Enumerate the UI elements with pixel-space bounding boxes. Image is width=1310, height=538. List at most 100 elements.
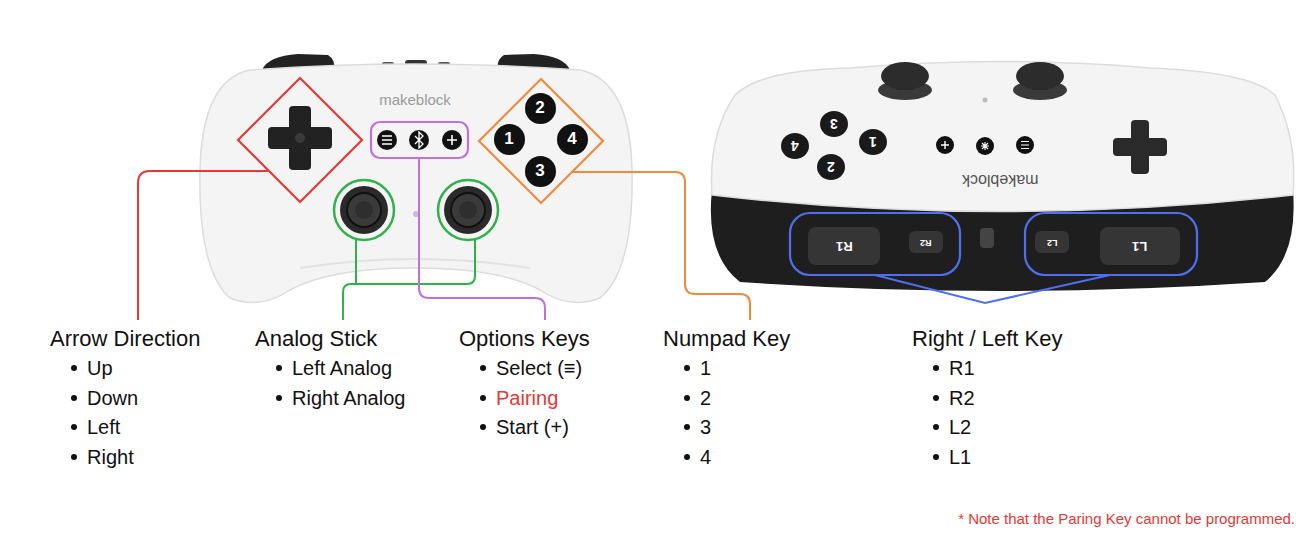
button-label: 3	[535, 162, 544, 181]
button-label: 4	[567, 130, 576, 149]
shoulder-highlight	[790, 213, 960, 275]
numpad-button: 2	[817, 154, 845, 180]
button-label: 1	[504, 130, 513, 149]
start-key	[442, 130, 462, 150]
list-item: Down	[87, 386, 138, 410]
select-key	[377, 130, 397, 150]
indicator-led	[983, 98, 988, 103]
list-item: Right Analog	[292, 386, 405, 410]
list-item: L1	[949, 445, 971, 469]
button-label: 2	[535, 99, 544, 118]
button-label: R2	[920, 237, 932, 247]
button-label: 3	[830, 116, 838, 131]
footnote: * Note that the Paring Key cannot be pro…	[958, 510, 1295, 528]
list-bullet	[480, 365, 486, 371]
menu-icon	[382, 136, 392, 144]
numpad-button: 3	[525, 156, 556, 187]
stick-highlight	[438, 180, 498, 240]
list-item: Right	[87, 445, 134, 469]
list-item: 2	[700, 386, 711, 410]
list-bullet	[684, 365, 690, 371]
list-bullet	[480, 424, 486, 430]
list-bullet	[71, 395, 77, 401]
numpad-button: 1	[494, 124, 525, 155]
shoulder-button: R1	[808, 227, 880, 265]
list-item: L2	[949, 415, 971, 439]
leader-line	[419, 158, 545, 320]
pairing-key	[976, 137, 994, 155]
select-key	[1016, 136, 1034, 154]
stick-highlight	[334, 180, 394, 240]
list-bullet	[480, 395, 486, 401]
list-item: Up	[87, 356, 113, 380]
leader-line	[572, 172, 750, 320]
brand-logo: makeblock	[962, 171, 1038, 190]
analog-stick	[347, 193, 381, 227]
list-item: 1	[700, 356, 711, 380]
bluetooth-icon	[415, 132, 423, 148]
list-item: Left	[87, 415, 120, 439]
analog-stick	[444, 186, 492, 234]
menu-icon	[1021, 142, 1029, 149]
leader-line	[875, 275, 1110, 303]
list-bullet	[684, 424, 690, 430]
shoulder-button: L2	[1035, 231, 1069, 253]
button-label: 2	[827, 159, 835, 174]
list-item: R2	[949, 386, 975, 410]
plus-icon	[941, 141, 949, 149]
dpad	[268, 127, 332, 149]
list-item: Start (+)	[496, 415, 569, 439]
button-label: L1	[1132, 239, 1147, 253]
list-bullet	[684, 454, 690, 460]
group-heading: Options Keys	[459, 326, 590, 352]
dpad-center	[295, 133, 305, 143]
numpad-button: 1	[859, 129, 887, 155]
dpad-highlight	[238, 78, 362, 202]
analog-stick	[881, 62, 929, 90]
body-shading	[300, 259, 530, 268]
list-bullet	[933, 454, 939, 460]
list-bullet	[933, 424, 939, 430]
button-label: 1	[869, 134, 877, 149]
pairing-key	[409, 130, 429, 150]
list-item: Left Analog	[292, 356, 392, 380]
button-label: L2	[1047, 237, 1058, 247]
options-highlight	[371, 122, 468, 158]
leader-line	[138, 171, 268, 320]
leader-line	[343, 240, 475, 320]
numpad-button: 3	[820, 111, 848, 137]
center-switch	[980, 228, 994, 248]
shoulder-highlight	[1025, 213, 1197, 275]
dpad	[1113, 138, 1167, 156]
analog-stick	[1016, 62, 1064, 90]
numpad-button: 2	[525, 93, 556, 124]
leader-line	[355, 239, 357, 284]
list-item: Pairing	[496, 386, 558, 410]
group-heading: Right / Left Key	[912, 326, 1062, 352]
button-label: 4	[791, 138, 799, 153]
list-bullet	[684, 395, 690, 401]
brand-logo: makeblock	[379, 91, 451, 109]
analog-stick	[355, 201, 373, 219]
analog-stick	[340, 186, 388, 234]
numpad-highlight	[479, 79, 603, 203]
numpad-button: 4	[781, 133, 809, 159]
numpad-button: 4	[557, 124, 588, 155]
controller-body	[200, 64, 632, 303]
start-key	[936, 136, 954, 154]
analog-stick	[451, 193, 485, 227]
bluetooth-icon	[981, 142, 989, 150]
shoulder-button: L1	[1100, 227, 1180, 265]
list-bullet	[71, 454, 77, 460]
list-bullet	[71, 424, 77, 430]
list-bullet	[933, 365, 939, 371]
list-item: 3	[700, 415, 711, 439]
controller-body	[711, 62, 1293, 212]
group-heading: Analog Stick	[255, 326, 377, 352]
analog-stick	[459, 201, 477, 219]
list-item: R1	[949, 356, 975, 380]
list-bullet	[933, 395, 939, 401]
group-heading: Arrow Direction	[50, 326, 200, 352]
